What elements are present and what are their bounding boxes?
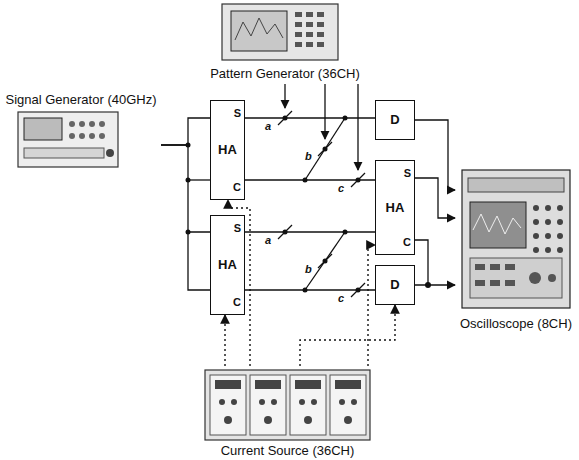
pattern-generator-picture: [222, 4, 338, 60]
node-text: S: [214, 107, 241, 119]
node-text: S: [379, 167, 411, 179]
instrument: Signal Generator (40GHz): [1, 92, 161, 176]
bias-line: [224, 315, 225, 366]
delay-box: D: [375, 100, 415, 140]
switch-label: b: [304, 150, 313, 162]
switch-label: b: [304, 263, 313, 275]
signal-wire: [415, 284, 455, 285]
half-adder-box: S HA C: [375, 160, 415, 255]
current-source-picture: [205, 370, 370, 440]
node-text: Signal Generator (40GHz): [5, 92, 156, 107]
oscilloscope-picture: [462, 170, 570, 308]
node-text: Pattern Generator (36CH): [210, 66, 360, 81]
signal-wire: [415, 178, 455, 218]
node-text: HA: [214, 258, 241, 272]
node-text: D: [390, 278, 399, 292]
signal-wire: [161, 145, 210, 232]
node-text: HA: [379, 201, 411, 215]
signal-wire: [245, 289, 375, 290]
signal-generator-picture: [18, 112, 118, 167]
switch-label: a: [264, 234, 272, 246]
signal-wire: [245, 179, 375, 180]
signal-wire: [245, 231, 375, 232]
instrument: Current Source (36CH): [195, 366, 380, 459]
node-text: C: [379, 236, 411, 248]
signal-wire: [415, 120, 455, 190]
half-adder-box: S HA C: [210, 215, 245, 315]
switch-label: c: [337, 292, 345, 304]
node-text: D: [390, 113, 399, 127]
bias-line: [300, 305, 395, 366]
delay-box: D: [375, 265, 415, 305]
instrument: Pattern Generator (36CH): [195, 0, 375, 82]
switch-label: a: [264, 120, 272, 132]
node-text: S: [214, 222, 241, 234]
node-text: Oscilloscope (8CH): [460, 316, 572, 331]
node-text: C: [214, 296, 241, 308]
node-text: HA: [214, 143, 241, 157]
instrument: Oscilloscope (8CH): [455, 165, 577, 332]
half-adder-box: S HA C: [210, 100, 245, 200]
node-text: Current Source (36CH): [221, 443, 355, 458]
signal-wire: [161, 118, 210, 145]
signal-wire: [245, 117, 375, 118]
node-text: C: [214, 181, 241, 193]
bias-line: [368, 245, 375, 366]
switch-label: c: [337, 182, 345, 194]
